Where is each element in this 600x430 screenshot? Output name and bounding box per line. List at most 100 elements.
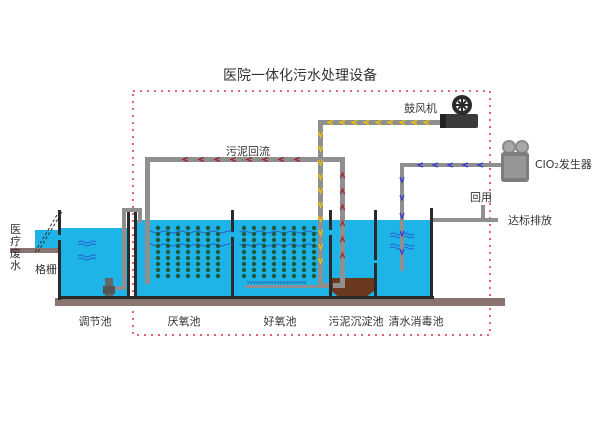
media-dot: [301, 273, 307, 279]
media-dot: [205, 249, 211, 255]
media-dot: [271, 243, 277, 249]
flow-arrow: [339, 235, 346, 243]
media-dot: [301, 267, 307, 273]
media-dot: [311, 231, 317, 237]
media-dot: [175, 225, 181, 231]
media-dot: [241, 225, 247, 231]
media-dot: [261, 273, 267, 279]
media-dot: [155, 261, 161, 267]
media-dot: [261, 267, 267, 273]
media-dot: [271, 261, 277, 267]
media-dot: [215, 261, 221, 267]
media-dot: [241, 255, 247, 261]
media-dot: [215, 237, 221, 243]
flow-arrow: [339, 251, 346, 259]
media-dot: [271, 267, 277, 273]
media-dot: [251, 261, 257, 267]
flow-arrow: [317, 257, 324, 265]
screen-label: 格栅: [35, 262, 57, 276]
media-dot: [185, 249, 191, 255]
screen-grating: [34, 209, 63, 253]
media-dot: [291, 243, 297, 249]
media-dot: [195, 231, 201, 237]
biofilm-media: [145, 225, 317, 279]
media-dot: [155, 255, 161, 261]
media-dot: [205, 267, 211, 273]
media-dot: [215, 255, 221, 261]
flow-arrow: [339, 203, 346, 211]
media-dot: [281, 261, 287, 267]
flow-arrow: [317, 187, 324, 195]
media-dot: [175, 231, 181, 237]
media-dot: [251, 249, 257, 255]
media-dot: [271, 231, 277, 237]
flow-arrow: [339, 171, 346, 179]
flow-arrow: [229, 156, 237, 163]
media-dot: [205, 231, 211, 237]
media-dot: [251, 267, 257, 273]
equipment-boundary: [132, 90, 491, 336]
flow-arrow: [339, 187, 346, 195]
media-dot: [281, 225, 287, 231]
flow-arrow: [317, 131, 324, 139]
media-dot: [165, 261, 171, 267]
media-dot: [175, 243, 181, 249]
media-dot: [251, 243, 257, 249]
flow-arrow: [362, 119, 370, 126]
flow-arrow: [410, 119, 418, 126]
media-dot: [185, 255, 191, 261]
media-dot: [155, 273, 161, 279]
flow-arrow: [350, 119, 358, 126]
media-dot: [195, 261, 201, 267]
diffuser-bubbles: vvvvvvvvvvvvvvvvvvvv: [247, 280, 306, 286]
media-dot: [291, 267, 297, 273]
media-dot: [251, 273, 257, 279]
media-dot: [185, 261, 191, 267]
inlet-label-char: 水: [10, 259, 21, 272]
flow-arrow: [422, 119, 430, 126]
flow-arrow: [398, 119, 406, 126]
media-dot: [165, 237, 171, 243]
media-dot: [185, 273, 191, 279]
media-dot: [215, 231, 221, 237]
sludge-return-label: 污泥回流: [226, 144, 270, 158]
media-dot: [291, 249, 297, 255]
tank-label-aerobic: 好氧池: [264, 314, 297, 328]
flow-arrow: [261, 156, 269, 163]
media-dot: [301, 261, 307, 267]
media-dot: [301, 237, 307, 243]
media-dot: [195, 273, 201, 279]
media-dot: [261, 255, 267, 261]
flow-arrow: [293, 156, 301, 163]
clo2-generator-icon: [501, 140, 529, 182]
flow-arrow: [476, 162, 484, 168]
media-dot: [215, 273, 221, 279]
media-dot: [311, 267, 317, 273]
flow-arrow: [386, 119, 394, 126]
media-dot: [271, 237, 277, 243]
flow-arrows: [181, 119, 484, 265]
media-dot: [195, 249, 201, 255]
media-dot: [311, 261, 317, 267]
media-dot: [215, 243, 221, 249]
tank-label-regulating: 调节池: [79, 315, 112, 328]
discharge-label: 达标排放: [508, 213, 552, 227]
media-dot: [301, 225, 307, 231]
media-dot: [281, 237, 287, 243]
flow-arrow: [399, 176, 405, 184]
flow-arrow: [461, 162, 469, 168]
media-dot: [241, 231, 247, 237]
media-dot: [205, 261, 211, 267]
media-dot: [271, 255, 277, 261]
media-dot: [215, 225, 221, 231]
media-dot: [281, 255, 287, 261]
inlet-label-char: 疗: [10, 234, 21, 248]
media-dot: [205, 237, 211, 243]
flow-arrow: [317, 173, 324, 181]
media-dot: [215, 267, 221, 273]
media-dot: [291, 273, 297, 279]
flow-arrow: [317, 159, 324, 167]
media-dot: [175, 261, 181, 267]
flow-arrow: [197, 156, 205, 163]
flow-arrow: [416, 162, 424, 168]
